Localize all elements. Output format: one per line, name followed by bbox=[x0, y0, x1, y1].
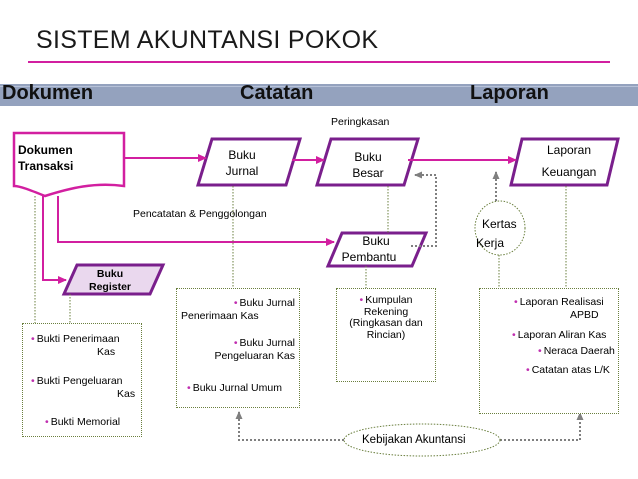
kebijakan-akuntansi-label: Kebijakan Akuntansi bbox=[362, 434, 466, 446]
list-item: •Kumpulan Rekening (Ringkasan dan Rincia… bbox=[349, 294, 423, 341]
pencatatan-label: Pencatatan & Penggolongan bbox=[133, 208, 267, 220]
dotted-pembantu-to-besar bbox=[411, 171, 437, 247]
list-item: •Buku Jurnal Pengeluaran Kas bbox=[214, 337, 295, 362]
header-band bbox=[0, 84, 638, 106]
title-underline bbox=[28, 61, 610, 63]
jurnal-list-box: •Buku Jurnal Penerimaan Kas •Buku Jurnal… bbox=[176, 288, 300, 408]
kebijakan-shape bbox=[343, 423, 501, 457]
list-item: •Catatan atas L/K bbox=[526, 364, 610, 376]
arrow-dokumen-to-register bbox=[42, 196, 67, 284]
besar-list-box: •Kumpulan Rekening (Ringkasan dan Rincia… bbox=[336, 288, 436, 382]
kertas-kerja-shape bbox=[474, 200, 526, 256]
dotted-kebijakan-to-laporan bbox=[500, 412, 584, 441]
list-item: •Laporan Aliran Kas bbox=[512, 329, 607, 341]
header-catatan: Catatan bbox=[240, 82, 314, 104]
laporan-list-box: •Laporan Realisasi APBD •Laporan Aliran … bbox=[479, 288, 619, 414]
page-title: SISTEM AKUNTANSI POKOK bbox=[36, 26, 379, 54]
buku-pembantu-shape bbox=[325, 231, 429, 268]
arrow-dokumen-to-pembantu bbox=[57, 196, 335, 246]
list-item: •Bukti Pengeluaran Kas bbox=[31, 375, 136, 400]
laporan-keuangan-shape bbox=[509, 137, 620, 187]
list-item: •Bukti Penerimaan Kas bbox=[31, 333, 120, 358]
list-item: •Buku Jurnal Penerimaan Kas bbox=[181, 297, 295, 322]
header-laporan: Laporan bbox=[470, 82, 549, 104]
peringkasan-label: Peringkasan bbox=[331, 116, 390, 128]
dokumen-list-box: •Bukti Penerimaan Kas •Bukti Pengeluaran… bbox=[22, 323, 142, 437]
list-item: •Buku Jurnal Umum bbox=[187, 382, 282, 394]
buku-register-shape bbox=[61, 263, 166, 296]
list-item: •Bukti Memorial bbox=[45, 416, 121, 428]
dotted-kebijakan-to-catatan bbox=[235, 411, 344, 441]
dokumen-transaksi-shape bbox=[12, 131, 126, 198]
buku-jurnal-shape bbox=[195, 137, 303, 187]
header-dokumen: Dokumen bbox=[2, 82, 94, 104]
list-item: •Neraca Daerah bbox=[538, 345, 615, 357]
buku-besar-shape bbox=[314, 137, 421, 187]
list-item: •Laporan Realisasi APBD bbox=[514, 296, 604, 321]
